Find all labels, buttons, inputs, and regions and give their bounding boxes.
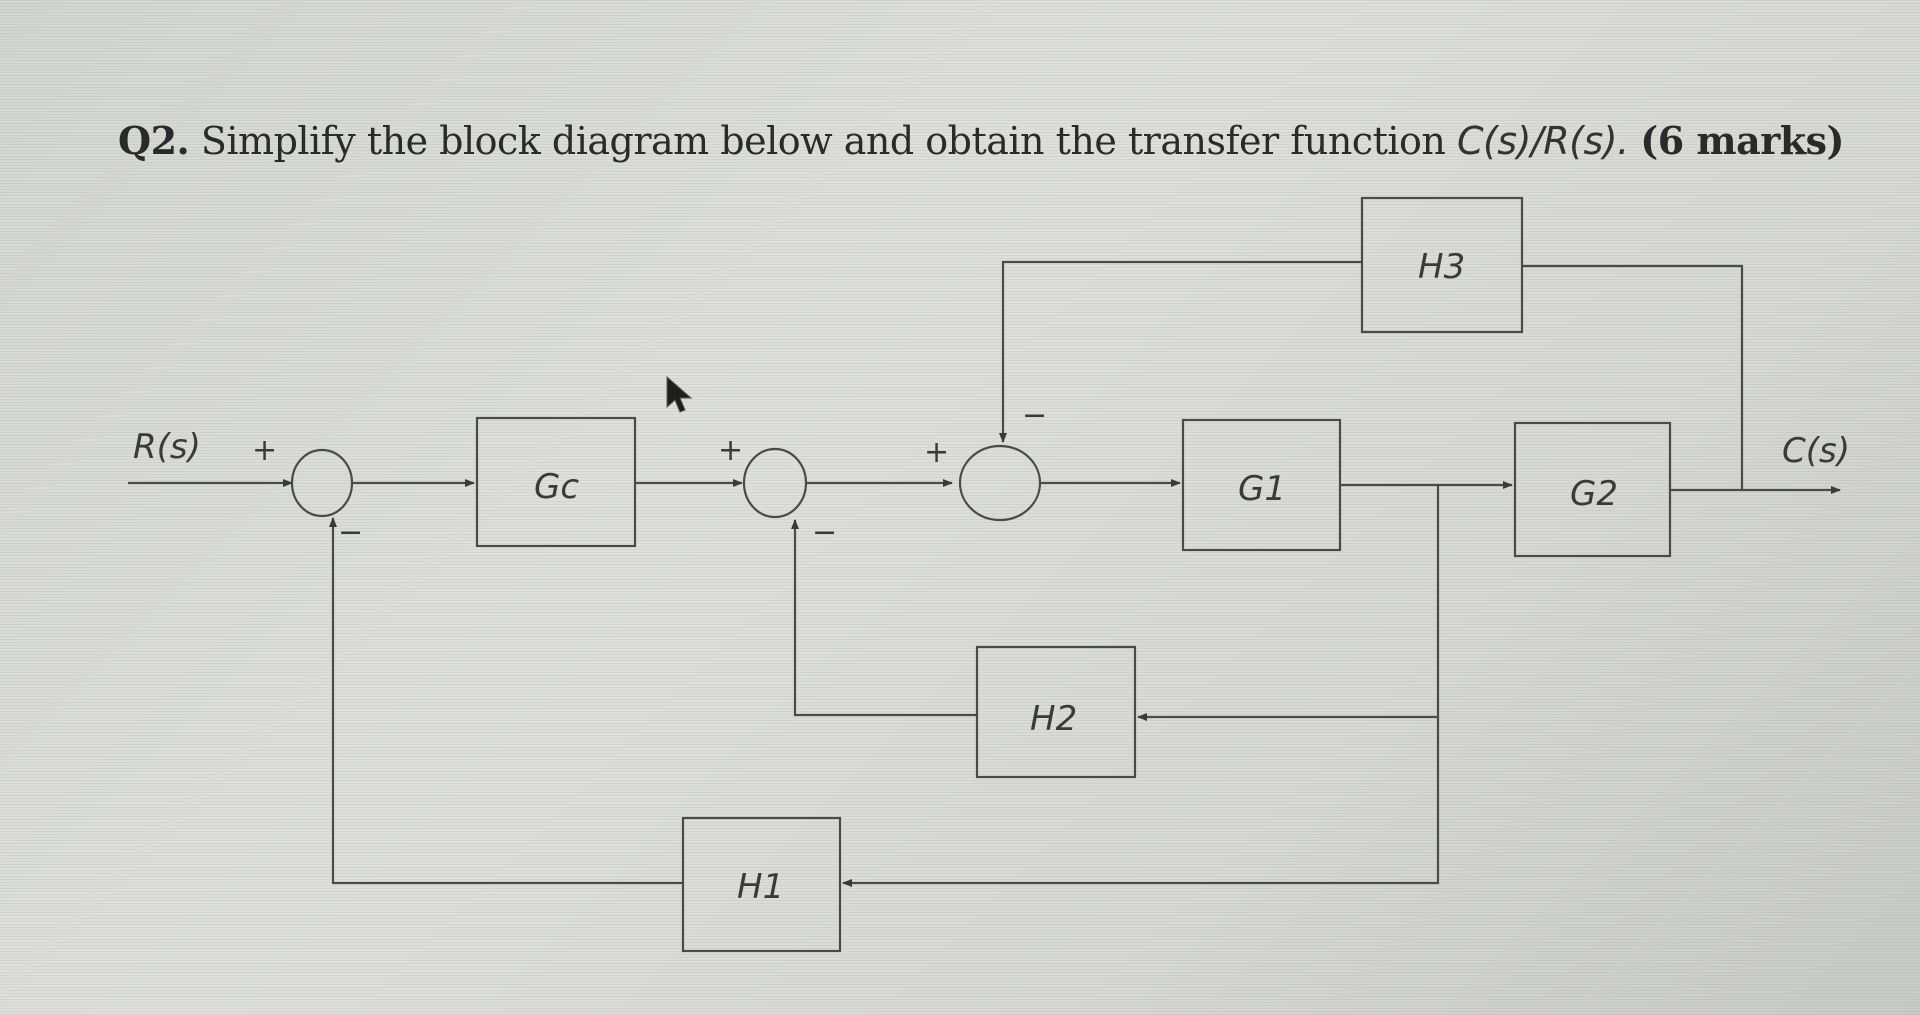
block-h3-label: H3 (1418, 247, 1465, 287)
mouse-pointer-icon (666, 375, 693, 413)
sum2-plus-sign: + (718, 433, 743, 468)
sum3-plus-sign: + (924, 435, 949, 470)
summing-junction-2 (742, 447, 808, 519)
sum1-plus-sign: + (252, 433, 277, 468)
block-g1-label: G1 (1238, 469, 1286, 509)
summing-junction-1 (290, 448, 354, 518)
block-g2-label: G2 (1570, 474, 1618, 514)
block-gc-label: Gc (534, 467, 579, 507)
sum3-minus-sign: − (1022, 398, 1047, 433)
block-h3 (1360, 196, 1524, 334)
block-h2 (975, 645, 1137, 779)
output-label: C(s) (1782, 431, 1850, 471)
block-h2-label: H2 (1030, 699, 1077, 739)
question-title: Q2. Simplify the block diagram below and… (118, 118, 1844, 163)
summing-junction-3 (958, 444, 1042, 522)
question-marks: (6 marks) (1640, 118, 1844, 163)
input-label: R(s) (133, 427, 201, 467)
sum1-minus-sign: − (338, 515, 363, 550)
block-h1-label: H1 (737, 867, 784, 907)
transfer-function: C(s)/R(s). (1456, 119, 1629, 163)
sum2-minus-sign: − (812, 515, 837, 550)
question-text: Simplify the block diagram below and obt… (200, 119, 1446, 163)
question-number: Q2. (118, 118, 190, 163)
block-h1 (681, 816, 842, 953)
